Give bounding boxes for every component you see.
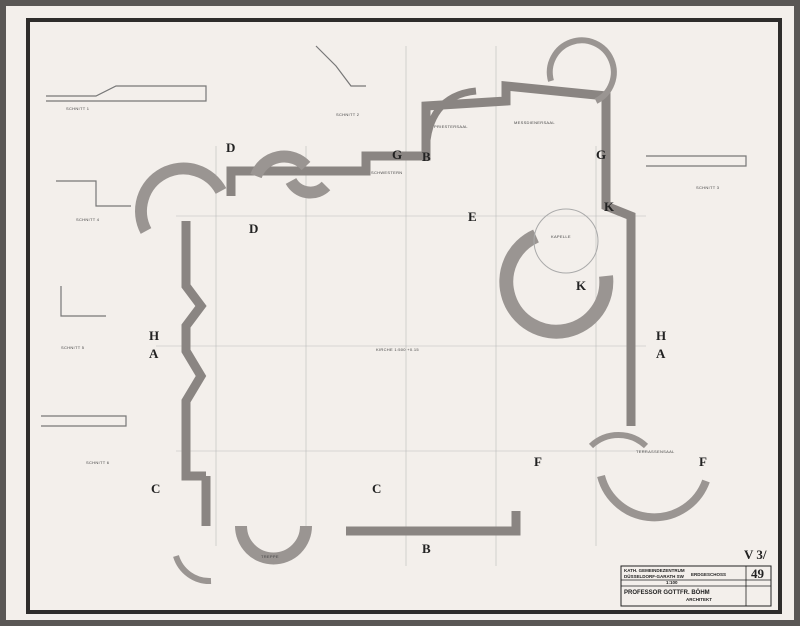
priest-hall-label: PRIESTERSAAL [434, 124, 468, 129]
section-marker-h-left: H [149, 328, 159, 343]
floor-plan: KIRCHE 1:500 +0.15 KAPELLE PRIESTERSAAL … [26, 18, 782, 614]
terrace-hall-label: TERRASSENSAAL [636, 449, 675, 454]
curved-walls [135, 37, 710, 585]
chapel-inner [533, 208, 599, 274]
title-block: KATH. GEMEINDEZENTRUM DÜSSELDORF-GARATH … [620, 547, 772, 607]
drawing-sheet: KIRCHE 1:500 +0.15 KAPELLE PRIESTERSAAL … [6, 6, 794, 620]
sheet-series: V 3/ [744, 547, 767, 562]
project-name-line2: DÜSSELDORF-GARATH SW [624, 573, 685, 579]
detail-sketches [41, 45, 747, 427]
drawing-scale: 1:100 [666, 580, 678, 585]
section-marker-d-top: D [226, 140, 235, 155]
section-marker-b-top: B [422, 149, 431, 164]
section-marker-h-right: H [656, 328, 666, 343]
section-marker-e: E [468, 209, 477, 224]
section-marker-k-top: K [604, 199, 615, 214]
sheet-frame [26, 18, 782, 614]
section-marker-a-right: A [656, 346, 666, 361]
detail-label: SCHNITT 6 [86, 460, 110, 465]
walls [181, 81, 636, 536]
project-name-line1: KATH. GEMEINDEZENTRUM [624, 568, 685, 573]
section-marker-d-bottom: D [249, 221, 258, 236]
section-marker-c-left: C [151, 481, 160, 496]
detail-label: SCHNITT 5 [61, 345, 85, 350]
section-marker-g-left: G [392, 147, 402, 162]
detail-label: SCHNITT 2 [336, 112, 360, 117]
drawing-title: ERDGESCHOSS [691, 572, 726, 577]
grid-lines [156, 46, 646, 566]
chapel-label: KAPELLE [551, 234, 571, 239]
church-label: KIRCHE 1:500 +0.15 [376, 347, 419, 352]
section-marker-f-left: F [534, 454, 542, 469]
section-marker-f-right: F [699, 454, 707, 469]
detail-label: SCHNITT 1 [66, 106, 90, 111]
sheet-number: 49 [751, 566, 765, 581]
sidechapel-label: SCHWESTERN [371, 170, 402, 175]
meeting-hall-label: MESSDIENERSAAL [514, 120, 555, 125]
architect-role: ARCHITEKT [686, 597, 712, 602]
section-marker-k-bottom: K [576, 278, 587, 293]
section-marker-g-right: G [596, 147, 606, 162]
detail-label: SCHNITT 4 [76, 217, 100, 222]
section-marker-c-right: C [372, 481, 381, 496]
stairs-label: TREPPE [261, 554, 279, 559]
detail-label: SCHNITT 3 [696, 185, 720, 190]
architect-name: PROFESSOR GOTTFR. BÖHM [624, 589, 710, 596]
section-marker-b-bottom: B [422, 541, 431, 556]
section-marker-a-left: A [149, 346, 159, 361]
